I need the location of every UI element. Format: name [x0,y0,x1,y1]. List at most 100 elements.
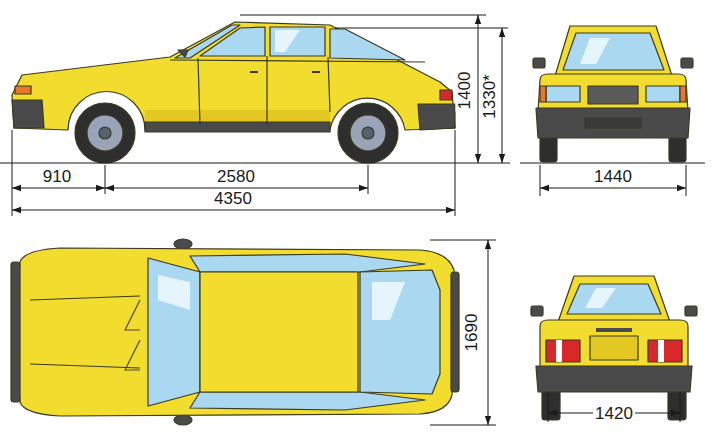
side-view-part [15,86,31,94]
side-view-part [270,27,325,56]
side-dimension-lines-part [368,165,369,194]
side-view-part [440,90,452,100]
rear-dimension-lines [548,392,680,422]
side-view-part [330,29,405,60]
rear-view-part [536,366,692,392]
front-dimension-lines [520,163,705,196]
side-view-part [200,27,265,56]
front-view-part [588,86,638,104]
rear-view-part [558,276,670,322]
top-view-part [30,296,140,300]
side-dimension-lines-part [105,165,106,194]
side-view-part [418,104,455,130]
front-dimension-lines-part [686,165,687,196]
top-view-part [174,239,192,249]
side-view-part [266,56,267,125]
top-view-part [190,392,425,410]
dimension-label: 1420 [593,404,635,423]
top-view-part [30,364,140,368]
top-view-part [17,248,454,416]
front-view-part [533,58,545,68]
top-dimension-lines-part [430,425,496,426]
rear-view [531,276,697,420]
side-view-part [145,122,330,132]
dimension-label: 1690 [462,311,481,353]
side-view-part [198,58,200,125]
rear-view-part [531,306,543,316]
side-view-part [362,127,374,139]
side-dimension-lines-part [240,15,486,16]
front-view-part [681,58,693,68]
rear-view-part [546,340,580,362]
front-view-part [538,74,688,112]
front-view-part [546,86,580,102]
front-dimension-lines-part [540,165,541,196]
top-view-part [148,258,200,406]
front-view-part [540,86,546,102]
front-view-part [680,86,686,102]
side-view-part [12,100,44,128]
front-view-part [555,26,672,76]
rear-view-part [590,336,638,360]
dimension-label: 4350 [212,189,254,208]
side-dimension-lines-part [502,28,503,163]
side-dimension-lines-part [478,15,479,163]
side-dimension-lines-part [455,130,456,216]
side-view-part [87,115,123,151]
side-view-part [178,50,188,57]
side-view-part [250,71,258,73]
rear-view-part [596,328,632,332]
rear-view-part [585,288,616,308]
side-view-part [99,127,111,139]
top-view-part [451,272,459,392]
rear-view-part [685,306,697,316]
top-view-part [174,415,192,425]
dimension-label: 1330* [480,72,499,120]
side-view-part [312,71,320,73]
top-view-part [190,254,425,272]
dimension-label: 1440 [592,167,634,186]
side-dimension-lines-part [12,188,105,189]
dimension-label: 1400 [455,69,474,111]
side-dimension-lines [0,15,510,216]
front-dimension-lines-part [540,188,686,189]
dimension-label: 910 [41,167,73,186]
side-view-part [170,60,425,62]
front-view-part [536,108,690,138]
side-dimension-lines-part [12,130,13,216]
top-dimension-lines-part [488,240,489,425]
front-view-part [563,33,664,70]
side-view-part [75,103,135,163]
front-view-part [580,38,610,64]
dimension-label: 2580 [215,167,257,186]
side-view-part [275,30,300,52]
front-dimension-lines-part [520,163,705,164]
top-view-part [372,282,405,320]
side-dimension-lines-part [12,210,455,211]
rear-view-part [540,320,688,370]
top-view-part [125,340,140,370]
rear-dimension-lines-part [548,392,549,422]
top-view-part [125,300,140,330]
top-view-part [360,270,440,394]
rear-view-part [556,340,562,362]
side-view-part [350,115,386,151]
front-view [533,26,693,162]
top-view-part [200,272,358,392]
side-view-part [328,57,330,112]
side-view [12,22,455,163]
top-view [11,239,459,425]
rear-view-part [567,284,661,314]
side-dimension-lines-part [0,163,510,164]
rear-dimension-lines-part [680,392,681,422]
front-view-part [585,118,641,128]
rear-view-part [648,340,682,362]
rear-view-part [658,340,664,362]
side-view-part [338,103,398,163]
side-dimension-lines-part [335,28,508,29]
top-dimension-lines-part [430,240,496,241]
top-view-part [11,262,20,402]
